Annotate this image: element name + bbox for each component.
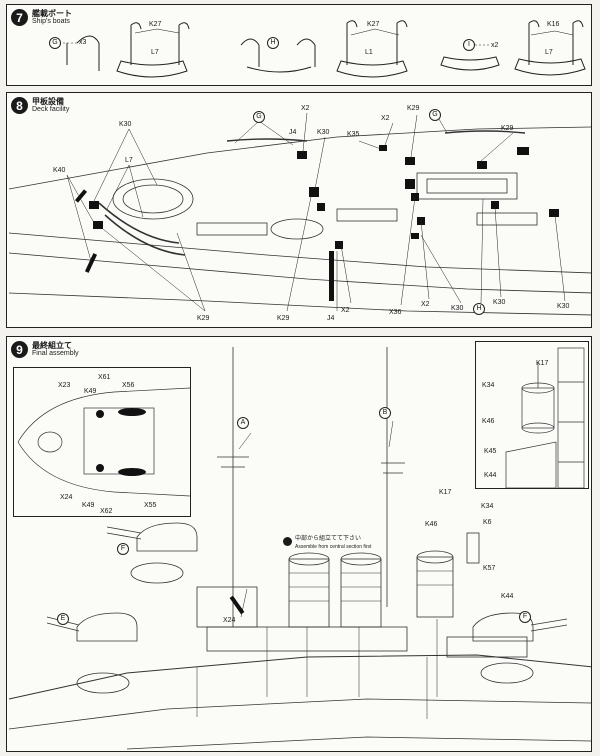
part-label-l7: L7 bbox=[125, 157, 133, 164]
step-8-panel: 8 甲板設備 Deck facility bbox=[6, 92, 592, 328]
part-marker-h: H bbox=[267, 37, 279, 49]
part-label-k49-b: K49 bbox=[82, 502, 95, 509]
part-label-x55: X55 bbox=[144, 502, 157, 509]
assembly-note-en: Assemble from central section first bbox=[295, 544, 372, 550]
quantity-x2: x2 bbox=[491, 42, 499, 49]
part-label-k17: K17 bbox=[536, 360, 549, 367]
step-title-jp: 甲板設備 bbox=[32, 97, 64, 106]
boats-drawing bbox=[59, 20, 586, 78]
part-marker-b: B bbox=[379, 407, 391, 419]
part-label-x56: X56 bbox=[122, 382, 135, 389]
part-label-k45: K45 bbox=[484, 448, 497, 455]
step-number: 8 bbox=[11, 97, 28, 114]
part-label-k34: K34 bbox=[481, 503, 494, 510]
step-title-jp: 最終組立て bbox=[32, 341, 72, 350]
quantity-x3: x3 bbox=[79, 39, 87, 46]
part-label-x24: X24 bbox=[60, 494, 73, 501]
part-label-k29-d: K29 bbox=[277, 315, 290, 322]
part-label-k29: K29 bbox=[407, 105, 420, 112]
part-label-k44: K44 bbox=[484, 472, 497, 479]
part-label-k6: K6 bbox=[483, 519, 492, 526]
assembly-note-jp: 中部から組立てて下さい bbox=[295, 536, 362, 542]
part-label-x23: X23 bbox=[58, 382, 71, 389]
part-label-x36: X36 bbox=[389, 309, 402, 316]
part-label-k44: K44 bbox=[501, 593, 514, 600]
note-icon bbox=[283, 537, 292, 546]
mast-detail-inset: K17 K34 K46 K45 K44 bbox=[475, 341, 589, 489]
part-marker-e: E bbox=[57, 613, 69, 625]
part-label-l7: L7 bbox=[151, 49, 159, 56]
part-marker-f-b: F bbox=[519, 611, 531, 623]
part-marker-a: A bbox=[237, 417, 249, 429]
part-label-l1: L1 bbox=[365, 49, 373, 56]
step-title-en: Deck facility bbox=[32, 106, 70, 113]
step-number: 7 bbox=[11, 9, 28, 26]
part-label-x2: X2 bbox=[301, 105, 310, 112]
part-label-k46: K46 bbox=[425, 521, 438, 528]
part-label-k35: K35 bbox=[347, 131, 360, 138]
part-marker-i: I bbox=[463, 39, 475, 51]
step-title-en: Final assembly bbox=[32, 350, 79, 357]
part-marker-g: G bbox=[49, 37, 61, 49]
part-label-k46: K46 bbox=[482, 418, 495, 425]
part-label-k30: K30 bbox=[119, 121, 132, 128]
part-label-k30-b: K30 bbox=[317, 129, 330, 136]
part-marker-f: F bbox=[117, 543, 129, 555]
part-label-k27: K27 bbox=[149, 21, 162, 28]
part-label-x61: X61 bbox=[98, 374, 111, 381]
step-7-panel: 7 艦載ボート Ship's boats bbox=[6, 4, 592, 86]
part-marker-h: H bbox=[473, 303, 485, 315]
deck-plan-inset: X23 K49 X61 X56 X24 K49 X62 X55 bbox=[13, 367, 191, 517]
step-title-jp: 艦載ボート bbox=[32, 9, 72, 18]
part-label-x24: X24 bbox=[223, 617, 236, 624]
part-label-k30-d: K30 bbox=[493, 299, 506, 306]
part-label-k30-e: K30 bbox=[557, 303, 570, 310]
deck-plan-drawing bbox=[17, 387, 190, 497]
part-label-k16: K16 bbox=[547, 21, 560, 28]
part-label-l7-b: L7 bbox=[545, 49, 553, 56]
step-number: 9 bbox=[11, 341, 28, 358]
part-label-x2-b: X2 bbox=[381, 115, 390, 122]
part-label-x2-d: X2 bbox=[421, 301, 430, 308]
part-label-k29-b: K29 bbox=[501, 125, 514, 132]
part-label-k49: K49 bbox=[84, 388, 97, 395]
part-label-k34: K34 bbox=[482, 382, 495, 389]
final-assembly-drawing bbox=[8, 347, 591, 750]
deck-drawing bbox=[8, 112, 591, 316]
part-label-k27-b: K27 bbox=[367, 21, 380, 28]
step-9-panel: 9 最終組立て Final assembly bbox=[6, 336, 592, 752]
step-title-en: Ship's boats bbox=[32, 18, 70, 25]
part-label-j4-b: J4 bbox=[327, 315, 335, 322]
part-label-x2-c: X2 bbox=[341, 307, 350, 314]
part-label-j4: J4 bbox=[289, 129, 297, 136]
mast-detail-drawing bbox=[505, 347, 585, 488]
part-marker-g-b: G bbox=[429, 109, 441, 121]
part-label-k40: K40 bbox=[53, 167, 66, 174]
part-label-k30-c: K30 bbox=[451, 305, 464, 312]
part-label-k29-c: K29 bbox=[197, 315, 210, 322]
part-label-x62: X62 bbox=[100, 508, 113, 515]
part-label-k17: K17 bbox=[439, 489, 452, 496]
part-marker-g: G bbox=[253, 111, 265, 123]
part-label-k57: K57 bbox=[483, 565, 496, 572]
